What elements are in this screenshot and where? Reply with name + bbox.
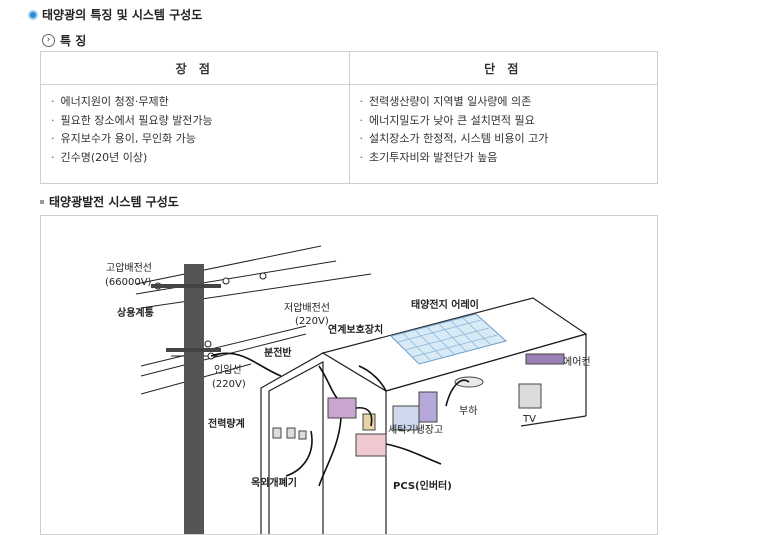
utility-pole	[184, 264, 204, 534]
washer	[418, 391, 438, 423]
switch-box	[298, 430, 307, 440]
label-panel: 분전반	[264, 346, 292, 359]
label-aircon: 에어컨	[563, 356, 591, 368]
pole-crossarm	[166, 348, 221, 352]
aircon-unit	[525, 353, 565, 365]
label-service-value: (220V)	[212, 379, 246, 390]
system-heading: 태양광발전 시스템 구성도	[49, 195, 179, 209]
label-pcs: PCS(인버터)	[393, 479, 452, 492]
wiring	[210, 352, 470, 487]
system-heading-row: 태양광발전 시스템 구성도	[40, 193, 179, 210]
circle-arrow-icon: ›	[42, 34, 55, 47]
advantages-cell: 에너지원이 청정·무제한 필요한 장소에서 필요량 발전가능 유지보수가 용이,…	[40, 84, 350, 184]
pcs-inverter	[355, 433, 387, 457]
label-switch: 옥외개폐기	[251, 476, 297, 489]
advantages-list: 에너지원이 청정·무제한 필요한 장소에서 필요량 발전가능 유지보수가 용이,…	[51, 93, 341, 167]
label-protection: 연계보호장치	[328, 323, 383, 336]
list-item: 설치장소가 한정적, 시스템 비용이 고가	[360, 130, 650, 149]
page-title: 태양광의 특징 및 시스템 구성도	[42, 8, 203, 22]
protection-device	[362, 413, 376, 431]
list-item: 에너지원이 청정·무제한	[51, 93, 341, 112]
solar-array	[390, 313, 508, 365]
list-item: 에너지밀도가 낮아 큰 설치면적 필요	[360, 112, 650, 131]
label-appliances: 세탁기냉장고	[388, 424, 443, 436]
title-bullet-icon	[28, 9, 38, 20]
label-meter: 전력량계	[208, 417, 245, 430]
square-bullet-icon	[40, 199, 44, 204]
disadvantages-header: 단 점	[348, 51, 658, 85]
disadvantages-cell: 전력생산량이 지역별 일사량에 의존 에너지밀도가 낮아 큰 설치면적 필요 설…	[348, 84, 658, 184]
features-heading-row: › 특 징	[42, 32, 86, 49]
label-array: 태양전지 어레이	[411, 298, 479, 311]
label-grid: 상용계통	[117, 306, 154, 319]
insulators	[154, 272, 267, 360]
distribution-panel	[327, 397, 357, 419]
refrigerator	[392, 405, 420, 431]
label-lv-line: 저압배전선	[284, 301, 330, 314]
features-heading: 특 징	[60, 34, 87, 48]
page-title-row: 태양광의 특징 및 시스템 구성도	[28, 6, 202, 23]
list-item: 유지보수가 용이, 무인화 가능	[51, 130, 341, 149]
pole-crossarm	[151, 284, 221, 288]
label-service-line: 인입선	[214, 363, 242, 376]
list-item: 긴수명(20년 이상)	[51, 149, 341, 168]
list-item: 초기투자비와 발전단가 높음	[360, 149, 650, 168]
label-hv-line: 고압배전선	[106, 261, 152, 274]
meter-box	[272, 427, 282, 439]
advantages-header: 장 점	[40, 51, 350, 85]
tv-set	[518, 383, 542, 409]
system-diagram: 고압배전선 (66000V) 상용계통 저압배전선 (220V) 연계보호장치 …	[40, 215, 658, 535]
features-table: 장 점 단 점 에너지원이 청정·무제한 필요한 장소에서 필요량 발전가능 유…	[40, 51, 658, 184]
list-item: 필요한 장소에서 필요량 발전가능	[51, 112, 341, 131]
label-hv-value: (66000V)	[105, 277, 152, 288]
list-item: 전력생산량이 지역별 일사량에 의존	[360, 93, 650, 112]
meter-box	[286, 427, 296, 439]
label-lv-value: (220V)	[295, 316, 329, 327]
label-load: 부하	[459, 404, 477, 417]
label-tv: TV	[522, 414, 536, 425]
system-diagram-svg: 고압배전선 (66000V) 상용계통 저압배전선 (220V) 연계보호장치 …	[105, 245, 591, 534]
disadvantages-list: 전력생산량이 지역별 일사량에 의존 에너지밀도가 낮아 큰 설치면적 필요 설…	[360, 93, 650, 167]
